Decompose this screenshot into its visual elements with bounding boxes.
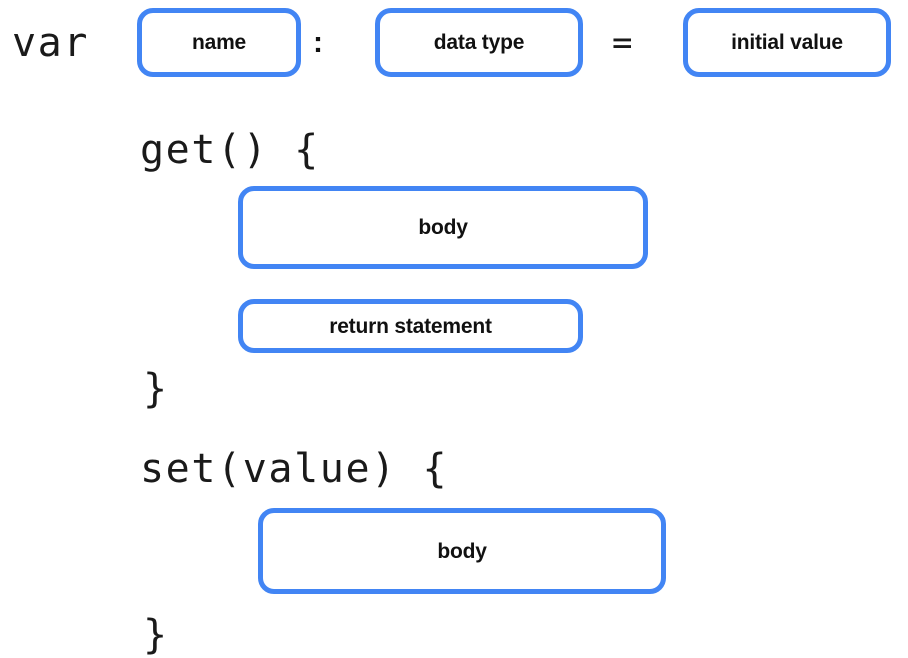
- setter-body-placeholder-box[interactable]: body: [258, 508, 666, 594]
- initial-value-placeholder-label: initial value: [731, 31, 843, 54]
- setter-body-placeholder-label: body: [437, 539, 487, 563]
- type-annotation-colon: :: [313, 26, 323, 59]
- var-keyword: var: [12, 20, 90, 66]
- getter-closing-brace: }: [143, 366, 169, 412]
- return-statement-placeholder-box[interactable]: return statement: [238, 299, 583, 353]
- getter-header: get() {: [140, 127, 320, 173]
- initial-value-placeholder-box[interactable]: initial value: [683, 8, 891, 77]
- data-type-placeholder-box[interactable]: data type: [375, 8, 583, 77]
- name-placeholder-label: name: [191, 31, 247, 54]
- return-statement-placeholder-label: return statement: [329, 314, 492, 338]
- data-type-placeholder-label: data type: [433, 31, 525, 54]
- assignment-operator: =: [612, 23, 633, 63]
- setter-closing-brace: }: [143, 612, 169, 658]
- getter-body-placeholder-label: body: [418, 216, 468, 239]
- setter-header: set(value) {: [140, 446, 449, 492]
- getter-body-placeholder-box[interactable]: body: [238, 186, 648, 269]
- name-placeholder-box[interactable]: name: [137, 8, 301, 77]
